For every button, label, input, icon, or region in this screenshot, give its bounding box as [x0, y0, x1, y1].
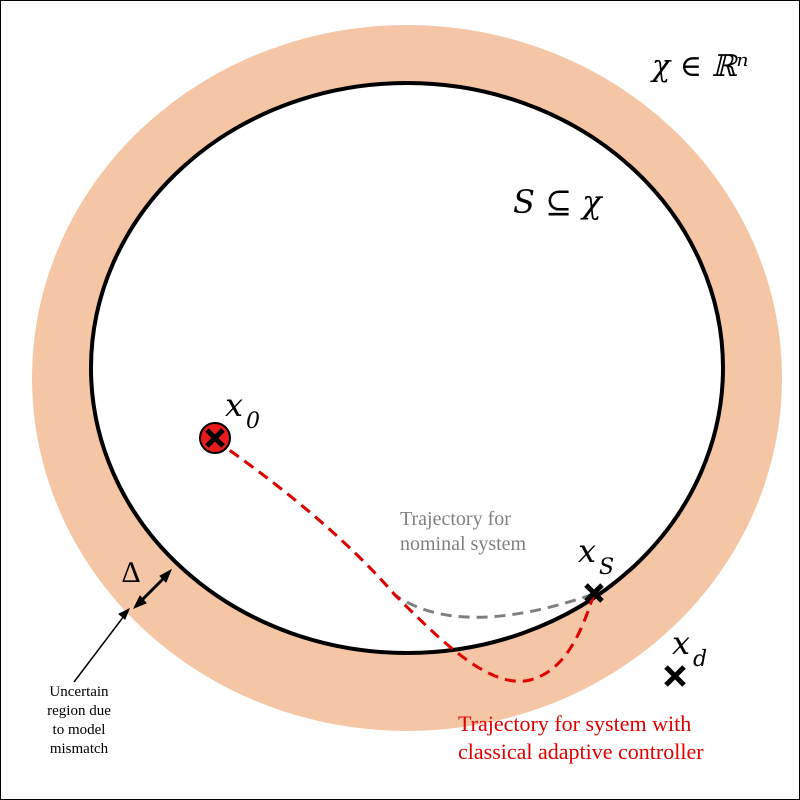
xd-label: x d	[672, 624, 707, 672]
xd-label-sub: d	[693, 647, 707, 672]
x0-label-sub: 0	[246, 409, 260, 434]
note-pointer-arrow	[73, 607, 130, 683]
xs-label-main: x	[578, 532, 596, 570]
x0-label: x 0	[225, 386, 260, 434]
x0-label-main: x	[225, 386, 243, 424]
xs-label: x S	[578, 532, 614, 580]
xd-label-main: x	[672, 624, 690, 662]
adaptive-trajectory	[214, 438, 596, 683]
safe-set-boundary	[89, 81, 725, 655]
delta-width-arrow	[132, 568, 173, 609]
adaptive-trajectory-caption: Trajectory for system with classical ada…	[458, 711, 704, 764]
delta-label: ∆	[122, 556, 140, 589]
desired-point-cross-icon	[664, 665, 686, 687]
boundary-point-cross-icon	[584, 583, 604, 603]
nominal-trajectory-caption: Trajectory for nominal system	[400, 508, 527, 555]
uncertain-region-note: Uncertain region due to model mismatch	[47, 684, 111, 757]
universe-label: χ ∈ ℝⁿ	[650, 49, 749, 84]
safe-set-label: S ⊆ χ	[513, 183, 603, 221]
xs-label-sub: S	[599, 555, 614, 580]
start-point-cross-icon	[205, 428, 225, 448]
